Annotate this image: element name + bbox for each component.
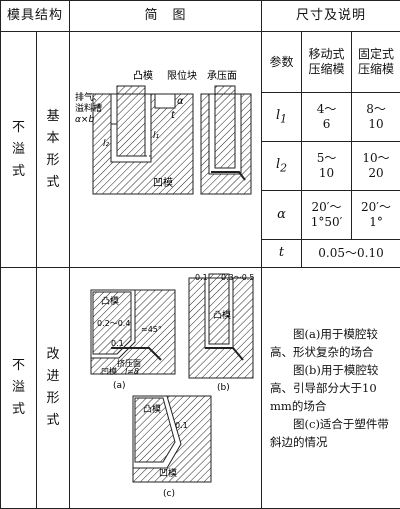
note-c: 图(c)适合于塑件带斜边的情况 bbox=[270, 415, 394, 451]
fig-c-punch: 凸模 bbox=[143, 404, 161, 415]
fig-a-l: l=8 bbox=[125, 367, 139, 376]
alpha-moving: 20′～1°50′ bbox=[302, 191, 352, 240]
label-cavity: 凹模 bbox=[153, 177, 173, 189]
param-alpha: α bbox=[262, 191, 302, 240]
fig-c-cavity: 凹模 bbox=[159, 468, 177, 479]
form-cell-2: 改进形式 bbox=[37, 268, 70, 509]
note-a: 图(a)用于模腔较高、形状复杂的场合 bbox=[270, 325, 394, 361]
label-l2: l₂ bbox=[103, 139, 110, 149]
diagram-basic-cell: 凸模 限位块 承压面 排气、 溢料槽 α×b α t l₁ l₂ 凹模 bbox=[70, 32, 262, 268]
fig-a-caption: (a) bbox=[113, 381, 126, 391]
header-structure: 模具结构 bbox=[1, 1, 70, 32]
fig-b-dim1: 0.1 bbox=[195, 273, 208, 282]
improved-form-diagrams: 凸模 0.2～0.4 0.1 ≈45° 挤压面 凹模 l=8 (a) 0.1 0… bbox=[71, 268, 261, 504]
fig-a-angle: ≈45° bbox=[141, 325, 162, 334]
fig-c-caption: (c) bbox=[163, 489, 175, 499]
form-cell-1: 基本形式 bbox=[37, 32, 70, 268]
param-l1: l1 bbox=[262, 93, 302, 142]
label-l1: l₁ bbox=[153, 131, 160, 141]
fig-a-dim1: 0.2～0.4 bbox=[97, 319, 130, 328]
fig-b-punch: 凸模 bbox=[213, 310, 231, 321]
col-fixed: 固定式压缩模 bbox=[352, 32, 400, 93]
header-dims: 尺寸及说明 bbox=[262, 1, 400, 32]
class-cell-1: 不溢式 bbox=[1, 32, 37, 268]
l1-fixed: 8～10 bbox=[352, 93, 400, 142]
col-moving: 移动式压缩模 bbox=[302, 32, 352, 93]
note-b: 图(b)用于模腔较高、引导部分大于10 mm的场合 bbox=[270, 361, 394, 415]
label-pressure-face: 承压面 bbox=[207, 70, 237, 82]
l1-moving: 4～6 bbox=[302, 93, 352, 142]
class-cell-2: 不溢式 bbox=[1, 268, 37, 509]
improved-notes: 图(a)用于模腔较高、形状复杂的场合 图(b)用于模腔较高、引导部分大于10 m… bbox=[262, 268, 400, 509]
right-mold-drawing bbox=[201, 86, 251, 194]
label-vent-2: 溢料槽 bbox=[75, 102, 102, 114]
label-stop: 限位块 bbox=[167, 69, 197, 82]
param-header: 参数 bbox=[262, 32, 302, 93]
label-vent-1: 排气、 bbox=[75, 91, 102, 103]
label-punch: 凸模 bbox=[133, 70, 153, 82]
fig-c-dim: 0.1 bbox=[175, 421, 188, 430]
fig-b-dim2: 0.3～0.5 bbox=[221, 273, 254, 282]
figure-b bbox=[189, 274, 253, 378]
basic-form-diagram: 凸模 限位块 承压面 排气、 溢料槽 α×b α t l₁ l₂ 凹模 bbox=[71, 34, 261, 262]
alpha-fixed: 20′～1° bbox=[352, 191, 400, 240]
label-vent-3: α×b bbox=[75, 115, 94, 125]
t-value: 0.05～0.10 bbox=[302, 240, 400, 268]
header-diagram: 简 图 bbox=[70, 1, 262, 32]
l2-moving: 5～10 bbox=[302, 142, 352, 191]
fig-a-cavity: 凹模 bbox=[101, 366, 117, 376]
l2-fixed: 10～20 bbox=[352, 142, 400, 191]
param-l2: l2 bbox=[262, 142, 302, 191]
fig-a-punch: 凸模 bbox=[101, 296, 119, 307]
diagram-improved-cell: 凸模 0.2～0.4 0.1 ≈45° 挤压面 凹模 l=8 (a) 0.1 0… bbox=[70, 268, 262, 509]
param-t: t bbox=[262, 240, 302, 268]
label-alpha: α bbox=[177, 96, 184, 107]
fig-a-dim2: 0.1 bbox=[111, 339, 124, 348]
fig-b-caption: (b) bbox=[217, 383, 230, 393]
